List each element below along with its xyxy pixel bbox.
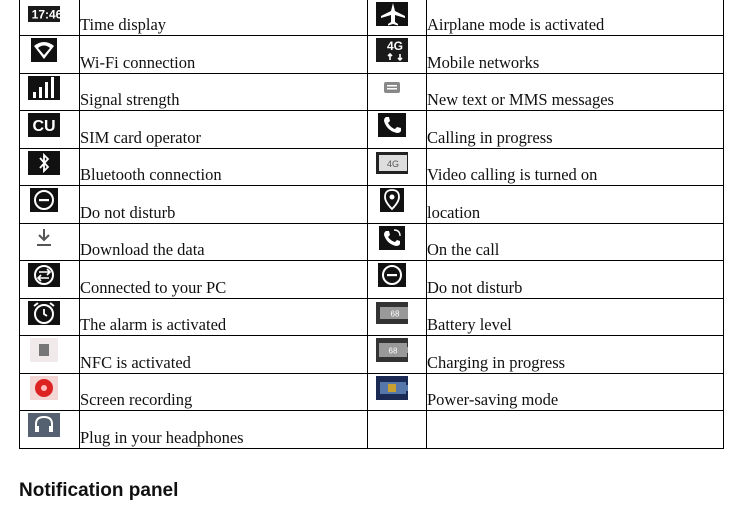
- icon-cell: [19, 335, 80, 374]
- description-cell: Wi-Fi connection: [79, 35, 368, 74]
- icon-cell: [367, 72, 427, 111]
- icon-cell: 68: [367, 335, 427, 374]
- screen-recording-icon: [28, 375, 60, 400]
- icon-cell: [19, 260, 80, 299]
- description-cell: Power-saving mode: [426, 372, 724, 411]
- description-cell: Mobile networks: [426, 35, 724, 74]
- description-cell: Time display: [79, 0, 368, 36]
- icon-cell: [367, 0, 427, 36]
- description-cell: On the call: [426, 222, 724, 261]
- table-row: Plug in your headphones: [19, 410, 724, 449]
- description-cell: Airplane mode is activated: [426, 0, 724, 36]
- mobile-network-icon: 4G: [376, 38, 408, 62]
- description-cell: SIM card operator: [79, 110, 368, 149]
- icon-cell: [367, 372, 427, 411]
- description-cell: Calling in progress: [426, 110, 724, 149]
- sim-operator-icon: CU: [28, 113, 60, 137]
- icon-cell: 4G: [367, 147, 427, 186]
- phone-icon: [376, 113, 408, 137]
- description-cell: Do not disturb: [79, 185, 368, 224]
- icon-cell: [367, 260, 427, 299]
- location-icon: [376, 188, 408, 212]
- power-saving-icon: [376, 375, 408, 400]
- description-cell: [426, 410, 724, 449]
- airplane-icon: [376, 2, 408, 26]
- icon-cell: [367, 110, 427, 149]
- table-row: Signal strength New text or MMS messages: [19, 72, 724, 111]
- description-cell: Plug in your headphones: [79, 410, 368, 449]
- time-display-icon: 17:46: [28, 2, 60, 26]
- on-call-icon: [376, 225, 408, 250]
- headphones-icon: [28, 413, 60, 437]
- bluetooth-icon: [28, 150, 60, 175]
- svg-text:68: 68: [389, 347, 398, 356]
- table-row: Do not disturb location: [19, 185, 724, 224]
- icon-cell: [19, 35, 80, 74]
- nfc-icon: [28, 338, 60, 362]
- download-icon: [28, 226, 60, 250]
- table-row: Connected to your PC Do not disturb: [19, 260, 724, 299]
- icon-cell: [367, 222, 427, 261]
- table-row: Wi-Fi connection 4G Mobile networks: [19, 35, 724, 74]
- description-cell: The alarm is activated: [79, 297, 368, 336]
- alarm-icon: [28, 300, 60, 325]
- icon-cell: [19, 222, 80, 261]
- icon-cell: [367, 410, 427, 449]
- description-cell: Video calling is turned on: [426, 147, 724, 186]
- icon-cell: [19, 410, 80, 449]
- table-row: CU SIM card operator Calling in progress: [19, 110, 724, 149]
- section-heading: Notification panel: [19, 480, 179, 501]
- table-row: 17:46 Time display Airplane mode is activa…: [19, 0, 724, 36]
- svg-text:CU: CU: [32, 118, 55, 135]
- svg-text:4G: 4G: [387, 159, 399, 169]
- do-not-disturb-icon: [376, 263, 408, 287]
- icon-cell: [19, 185, 80, 224]
- svg-text:68: 68: [391, 309, 400, 318]
- status-icons-table: 17:46 Time display Airplane mode is activa…: [19, 0, 724, 449]
- description-cell: NFC is activated: [79, 335, 368, 374]
- svg-text:4G: 4G: [387, 39, 403, 53]
- table-row: NFC is activated 68 Charging in progress: [19, 335, 724, 374]
- icon-cell: 4G: [367, 35, 427, 74]
- battery-charging-icon: 68: [376, 338, 408, 362]
- video-call-icon: 4G: [376, 151, 408, 175]
- icon-cell: [19, 147, 80, 186]
- icon-cell: CU: [19, 110, 80, 149]
- icon-cell: [19, 72, 80, 111]
- description-cell: Screen recording: [79, 372, 368, 411]
- icon-cell: [19, 297, 80, 336]
- do-not-disturb-icon: [28, 188, 60, 212]
- icon-cell: [19, 372, 80, 411]
- description-cell: Download the data: [79, 222, 368, 261]
- pc-connection-icon: [28, 263, 60, 287]
- table-row: Bluetooth connection 4G Video calling is t…: [19, 147, 724, 186]
- message-icon: [376, 76, 408, 100]
- icon-cell: [367, 185, 427, 224]
- icon-cell: 68: [367, 297, 427, 336]
- description-cell: Charging in progress: [426, 335, 724, 374]
- table-row: Download the data On the call: [19, 222, 724, 261]
- description-cell: location: [426, 185, 724, 224]
- svg-text:17:46: 17:46: [32, 8, 60, 22]
- wifi-icon: [28, 38, 60, 62]
- icon-cell: 17:46: [19, 0, 80, 36]
- description-cell: Do not disturb: [426, 260, 724, 299]
- description-cell: New text or MMS messages: [426, 72, 724, 111]
- description-cell: Battery level: [426, 297, 724, 336]
- description-cell: Bluetooth connection: [79, 147, 368, 186]
- description-cell: Connected to your PC: [79, 260, 368, 299]
- table-row: The alarm is activated 68 Battery level: [19, 297, 724, 336]
- signal-strength-icon: [28, 75, 60, 100]
- description-cell: Signal strength: [79, 72, 368, 111]
- table-row: Screen recording Power-saving mode: [19, 372, 724, 411]
- battery-icon: 68: [376, 301, 408, 325]
